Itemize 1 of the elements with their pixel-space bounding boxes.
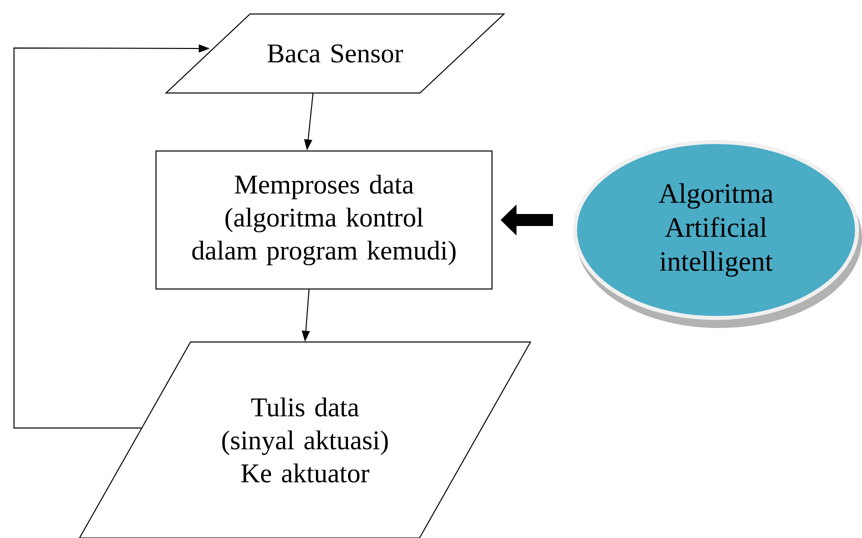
process-box: Memproses data (algoritma kontrol dalam program kemudi)	[156, 150, 492, 290]
